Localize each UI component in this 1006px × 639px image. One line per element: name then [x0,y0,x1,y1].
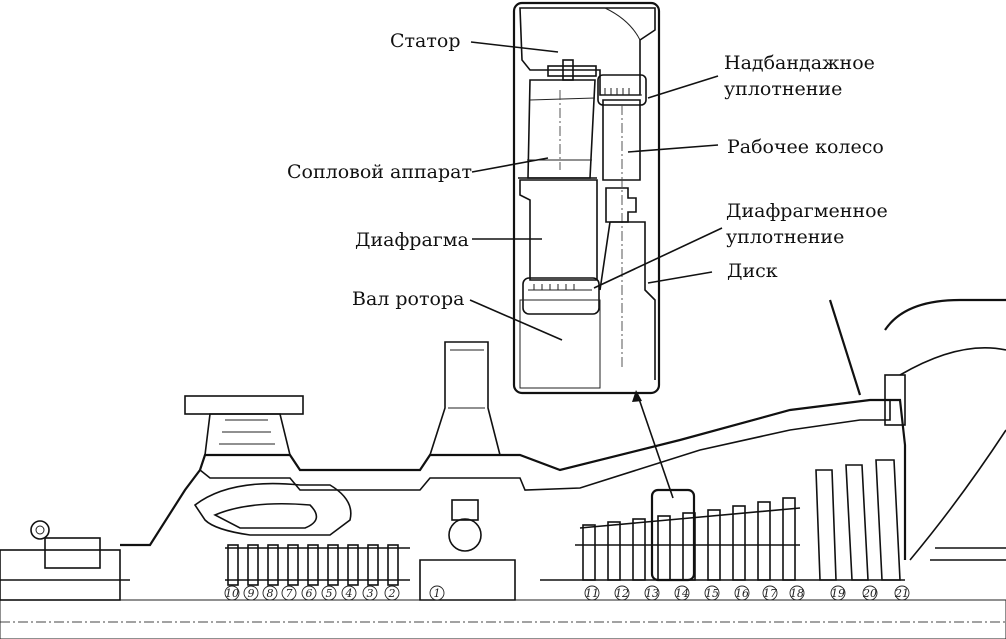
turbine-main-section [0,298,1006,639]
inset-blade-root [605,187,637,223]
stage-number-8: 8 [267,587,274,600]
inset-rotor-blade [602,99,641,181]
stage-number-2: 2 [388,587,396,600]
inset-diaphragm-seal [522,277,600,315]
stage-number-11: 11 [585,587,599,600]
stage-number-circle [321,585,337,601]
exhaust-hood [828,298,1006,561]
stage-number-circle [894,585,910,601]
stage-number-circle [429,585,445,601]
stage-number-circle [862,585,878,601]
stage-number-13: 13 [645,587,659,600]
stage-number-circle [224,585,240,601]
stage-number-12: 12 [615,587,629,600]
ip-stage-blades [540,459,905,581]
label-nozzle: Сопловой аппарат [287,161,472,183]
hp-stage-blades [225,544,410,586]
stage-number-14: 14 [675,587,689,600]
stage-number-19: 19 [831,587,845,600]
stage-number-17: 17 [763,587,777,600]
stage-number-circle [789,585,805,601]
stage-number-16: 16 [735,587,749,600]
inset-nozzle-blade [527,79,596,179]
stage-number-21: 21 [894,587,909,600]
stage-number-18: 18 [790,587,804,600]
stage-number-circle [704,585,720,601]
steam-inlet-flange [184,395,304,456]
inner-cylinder-left [193,482,352,536]
stage-number-circle [584,585,600,601]
label-diaphragm-seal-line1: Диафрагменное [726,200,888,222]
detail-inset [512,1,661,395]
stage-number-5: 5 [326,587,333,600]
stage-number-6: 6 [306,587,313,600]
stage-number-circle [762,585,778,601]
stage-number-10: 10 [225,587,239,600]
stage-number-circle [644,585,660,601]
inset-stator [519,7,656,96]
stage-number-9: 9 [248,587,255,600]
stage-number-circle [281,585,297,601]
label-disk: Диск [727,260,778,282]
casing-support-post [428,341,502,456]
stage-number-circle [830,585,846,601]
stage-number-circle [614,585,630,601]
label-diaphragm-seal-line2: уплотнение [726,226,844,248]
stage-number-circle [341,585,357,601]
stage-number-circle [384,585,400,601]
inset-frame [512,1,661,395]
stage-number-1: 1 [434,587,441,600]
front-bearing [0,520,130,601]
label-rotor-wheel: Рабочее колесо [727,136,884,158]
stage-number-7: 7 [286,587,293,600]
label-diaphragm: Диафрагма [355,229,469,251]
stage-number-circle [362,585,378,601]
stage-number-circle [674,585,690,601]
stage-number-20: 20 [862,587,877,600]
inset-diaphragm [519,179,598,281]
label-stator: Статор [390,30,461,52]
label-shroud-seal-line1: Надбандажное [724,52,875,74]
inset-shaft [519,299,601,389]
label-shroud-seal-line2: уплотнение [724,78,842,100]
stage-number-circle [301,585,317,601]
label-rotor-shaft: Вал ротора [352,288,464,310]
stage-number-15: 15 [705,587,719,600]
inset-disk [599,221,656,380]
stage-number-4: 4 [345,587,353,600]
stage-number-circle [262,585,278,601]
control-stage [419,499,516,601]
highlighted-stage-box [650,488,696,582]
leader-lines [469,41,723,499]
labels: Статор Надбандажное уплотнение Рабочее к… [287,30,888,310]
outer-casing [120,398,907,560]
rotor-shaft [0,599,1006,639]
stage-number-3: 3 [367,587,374,600]
stage-number-circle [243,585,259,601]
stage-number-circle [734,585,750,601]
